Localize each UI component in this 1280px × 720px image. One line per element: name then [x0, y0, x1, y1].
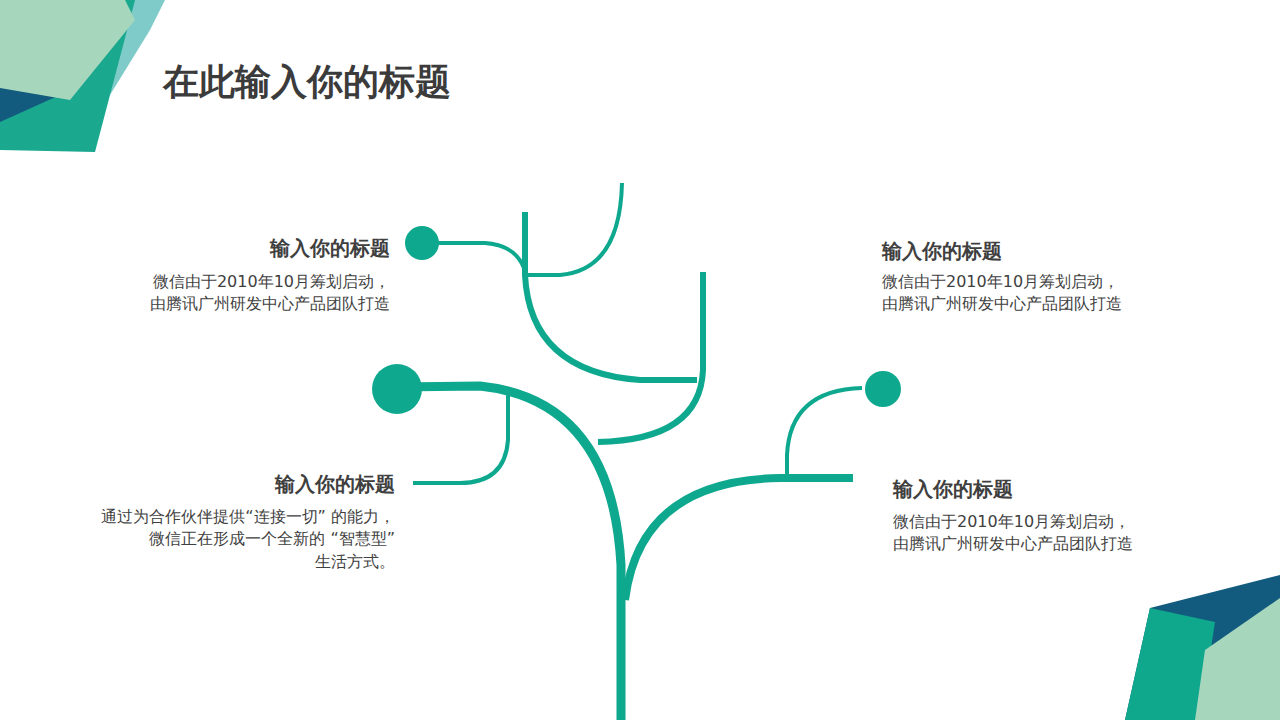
- corner-decoration: [0, 0, 165, 152]
- corner-decoration: [1125, 575, 1280, 720]
- tree-branches: [397, 183, 862, 720]
- item-description: 微信由于2010年10月筹划启动， 由腾讯广州研发中心产品团队打造: [882, 271, 1202, 316]
- item-heading: 输入你的标题: [95, 471, 395, 497]
- item-heading: 输入你的标题: [90, 235, 390, 261]
- item-description: 微信由于2010年10月筹划启动， 由腾讯广州研发中心产品团队打造: [90, 271, 390, 316]
- item-heading: 输入你的标题: [893, 476, 1213, 502]
- item-heading: 输入你的标题: [882, 238, 1202, 264]
- branch-dot: [372, 226, 901, 414]
- item-description: 通过为合作伙伴提供“连接一切” 的能力，微信正在形成一个全新的 “智慧型”生活方…: [85, 506, 395, 573]
- slide-title: 在此输入你的标题: [163, 60, 451, 103]
- item-description: 微信由于2010年10月筹划启动， 由腾讯广州研发中心产品团队打造: [893, 511, 1213, 556]
